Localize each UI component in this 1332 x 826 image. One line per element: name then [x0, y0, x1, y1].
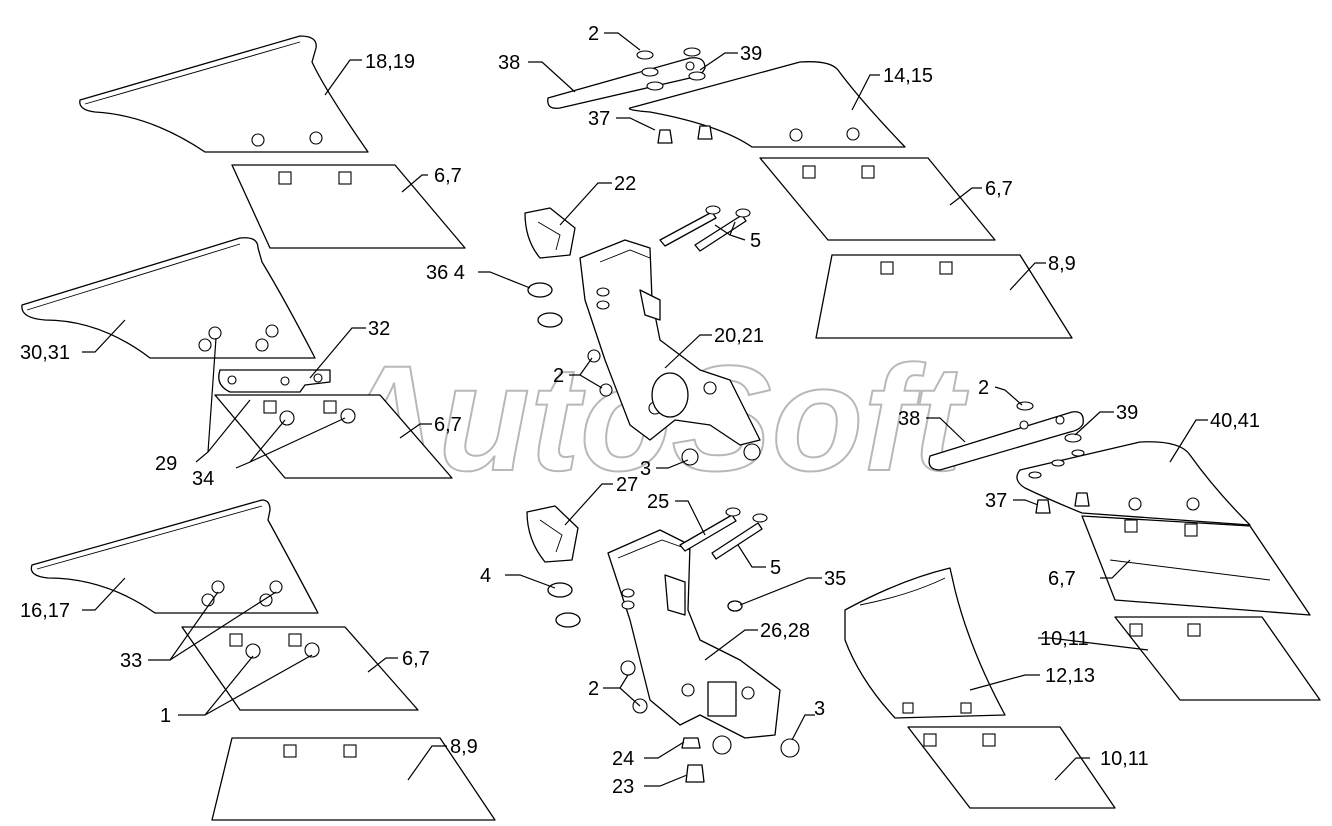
part-pins-25-5	[679, 507, 768, 560]
part-bolts-33	[211, 580, 283, 594]
part-landside-8-9-low	[211, 737, 496, 821]
part-moldboard-30-31	[21, 237, 316, 359]
part-plate-32	[218, 369, 331, 393]
callout-2-mid: 2	[553, 365, 564, 387]
callout-34: 34	[192, 468, 214, 490]
callout-39-right: 39	[1116, 402, 1138, 424]
part-bolts-37-top	[657, 125, 713, 144]
callout-5-top: 5	[750, 230, 761, 252]
part-pins-5-top	[659, 205, 751, 252]
callout-26-28: 26,28	[760, 620, 810, 642]
callout-2-low: 2	[588, 678, 599, 700]
callout-6-7-c: 6,7	[434, 414, 462, 436]
callout-10-11-b: 10,11	[1100, 748, 1149, 770]
part-shin-10-11-b	[907, 726, 1116, 809]
part-washers-top	[636, 47, 706, 91]
callout-2-right: 2	[978, 377, 989, 399]
part-washers-right	[1016, 401, 1082, 443]
callout-2-top: 2	[588, 23, 599, 45]
callout-38-right: 38	[898, 408, 920, 430]
callout-18-19: 18,19	[365, 51, 415, 73]
callout-32: 32	[368, 318, 390, 340]
part-shin-10-11-a	[1114, 616, 1321, 701]
callout-38-top: 38	[498, 52, 520, 74]
callout-6-7-a: 6,7	[434, 165, 462, 187]
part-bolt-23	[685, 764, 705, 783]
part-share-6-7-b	[759, 157, 996, 241]
callout-33: 33	[120, 650, 142, 672]
part-bolts-37-right	[1035, 492, 1090, 514]
part-moldboard-14-15	[628, 61, 906, 148]
part-share-6-7-e	[181, 626, 419, 711]
callout-5-low: 5	[770, 557, 781, 579]
callout-6-7-e: 6,7	[402, 648, 430, 670]
callout-24: 24	[612, 748, 634, 770]
callout-8-9-top: 8,9	[1048, 253, 1076, 275]
callout-1: 1	[160, 705, 171, 727]
part-frog-26-28	[607, 529, 781, 739]
callout-35: 35	[824, 568, 846, 590]
part-moldboard-40-41	[1016, 441, 1251, 526]
callout-25: 25	[647, 491, 669, 513]
part-frog-20-21	[579, 239, 761, 446]
callout-10-11-a: 10,11	[1040, 628, 1089, 650]
callout-36-4: 36 4	[426, 262, 465, 284]
callout-40-41: 40,41	[1210, 410, 1260, 432]
part-moldboard-18-19	[79, 35, 369, 153]
callout-labels: 18,19 14,15 2 39 38 37 6,7 6,7 22 36 4 5…	[20, 23, 1260, 798]
callout-27: 27	[616, 474, 638, 496]
callout-37-right: 37	[985, 490, 1007, 512]
callout-30-31: 30,31	[20, 342, 70, 364]
callout-4: 4	[480, 565, 491, 587]
callout-6-7-b: 6,7	[985, 178, 1013, 200]
part-moldboard-16-17	[30, 499, 319, 614]
part-link-38-right	[928, 411, 1084, 471]
callout-3-low: 3	[814, 698, 825, 720]
part-bushing-35	[727, 600, 743, 612]
part-clip-27	[526, 505, 579, 563]
part-clip-22	[524, 207, 576, 259]
callout-20-21: 20,21	[714, 325, 764, 347]
callout-16-17: 16,17	[20, 600, 70, 622]
part-nut-24	[681, 737, 701, 749]
callout-8-9-low: 8,9	[450, 736, 478, 758]
callout-39-top: 39	[740, 43, 762, 65]
callout-6-7-d: 6,7	[1048, 568, 1076, 590]
callout-14-15: 14,15	[883, 65, 933, 87]
callout-29: 29	[155, 453, 177, 475]
callout-22: 22	[614, 173, 636, 195]
part-pins-4	[547, 582, 581, 628]
callout-12-13: 12,13	[1045, 665, 1095, 687]
part-pins-36-4	[527, 282, 563, 328]
leader-lines	[82, 32, 1208, 787]
part-share-6-7-d	[1081, 515, 1311, 616]
part-moldboard-12-13	[844, 567, 1006, 719]
callout-37-top: 37	[588, 108, 610, 130]
callout-3-mid: 3	[640, 458, 651, 480]
part-bolts-29	[208, 324, 279, 340]
callout-23: 23	[612, 776, 634, 798]
part-share-6-7-a	[231, 164, 466, 249]
part-landside-8-9-top	[815, 254, 1073, 339]
